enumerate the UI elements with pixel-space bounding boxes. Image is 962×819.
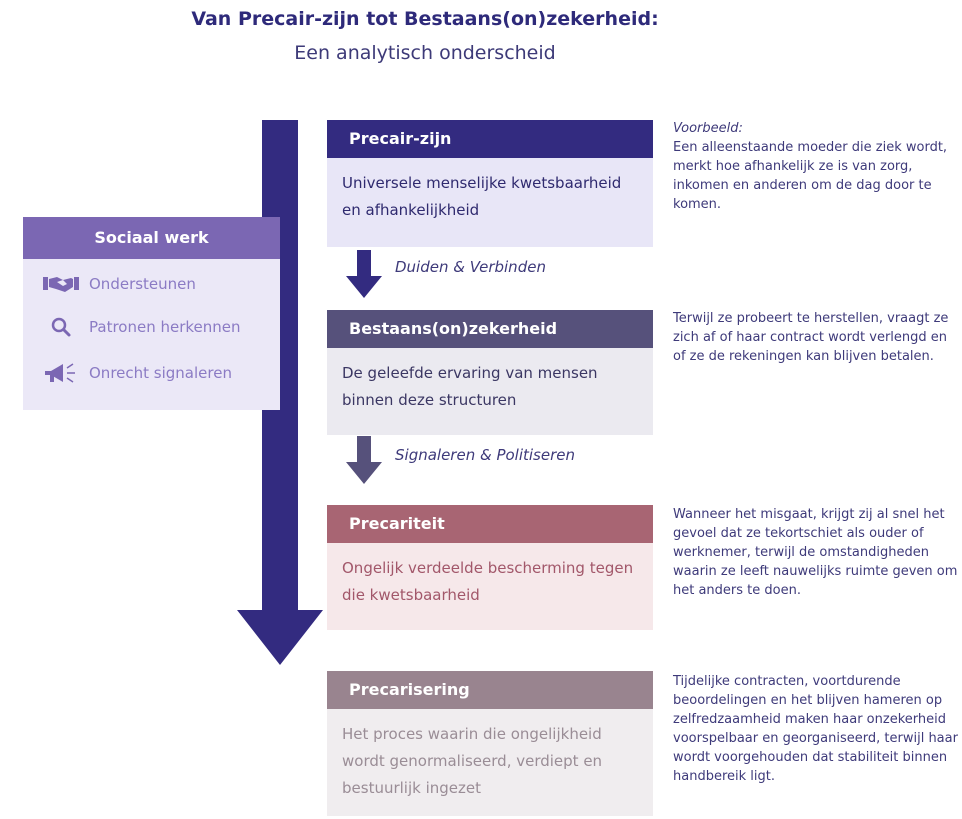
social-work-item-signal: Onrecht signaleren	[23, 358, 280, 388]
diagram-subtitle: Een analytisch onderscheid	[294, 42, 556, 64]
box-title: Bestaans(on)zekerheid	[327, 310, 653, 348]
social-work-item-label: Patronen herkennen	[89, 318, 241, 336]
megaphone-icon	[41, 362, 81, 384]
box-title: Precair-zijn	[327, 120, 653, 158]
social-work-item-label: Ondersteunen	[89, 275, 196, 293]
box-precarisering: Precarisering Het proces waarin die onge…	[327, 671, 653, 816]
box-text: Ongelijk verdeelde bescherming tegen die…	[327, 543, 653, 630]
example-text: Een alleenstaande moeder die ziek wordt,…	[673, 140, 948, 212]
arrow-label-duiden: Duiden & Verbinden	[395, 258, 546, 276]
example-3: Wanneer het misgaat, krijgt zij al snel …	[673, 507, 958, 598]
arrow-label-signaleren: Signaleren & Politiseren	[395, 446, 575, 464]
box-bestaanszekerheid: Bestaans(on)zekerheid De geleefde ervari…	[327, 310, 653, 435]
example-2: Terwijl ze probeert te herstellen, vraag…	[673, 311, 949, 364]
flow-arrow-2	[346, 436, 382, 484]
social-work-item-support: Ondersteunen	[23, 269, 280, 299]
handshake-icon	[41, 274, 81, 294]
box-precair-zijn: Precair-zijn Universele menselijke kwets…	[327, 120, 653, 247]
magnifier-icon	[41, 316, 81, 338]
example-label: Voorbeeld:	[673, 121, 743, 136]
social-work-item-label: Onrecht signaleren	[89, 364, 232, 382]
box-text: Universele menselijke kwetsbaarheid en a…	[327, 158, 653, 247]
example-4: Tijdelijke contracten, voortdurende beoo…	[673, 674, 958, 784]
example-1: Voorbeeld: Een alleenstaande moeder die …	[673, 119, 958, 214]
social-work-title: Sociaal werk	[23, 217, 280, 259]
box-title: Precariteit	[327, 505, 653, 543]
main-flow-arrow-shape	[237, 120, 323, 665]
social-work-panel: Sociaal werk Ondersteunen Patronen herke…	[23, 217, 280, 410]
box-title: Precarisering	[327, 671, 653, 709]
box-text: De geleefde ervaring van mensen binnen d…	[327, 348, 653, 435]
box-precariteit: Precariteit Ongelijk verdeelde beschermi…	[327, 505, 653, 630]
social-work-item-patterns: Patronen herkennen	[23, 312, 280, 342]
diagram-title: Van Precair-zijn tot Bestaans(on)zekerhe…	[191, 8, 659, 30]
box-text: Het proces waarin die ongelijkheid wordt…	[327, 709, 653, 816]
flow-arrow-1	[346, 250, 382, 298]
